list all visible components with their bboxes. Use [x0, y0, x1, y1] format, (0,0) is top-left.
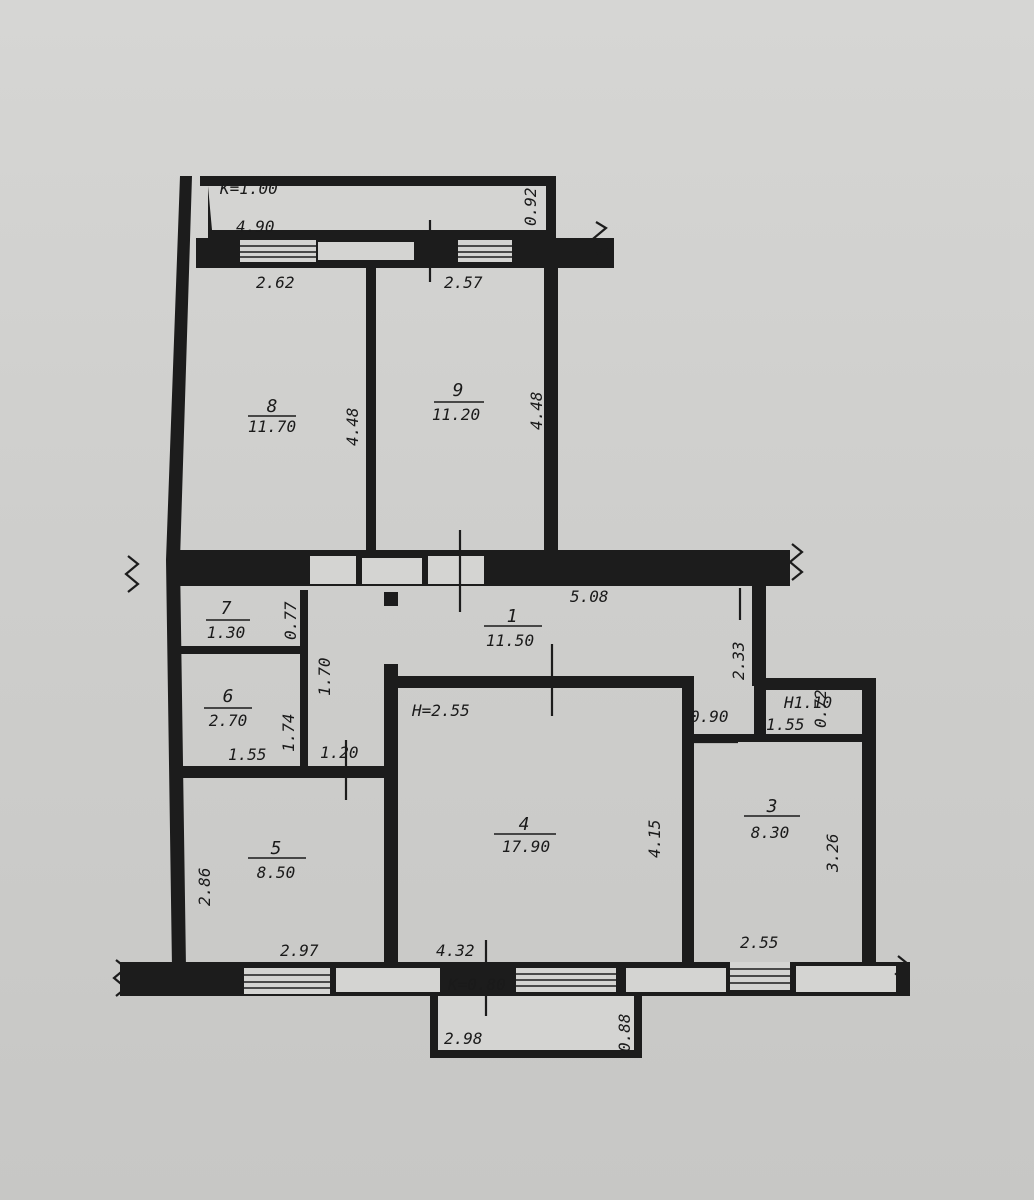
annotations: K=1.00 K=0.80 H=2.55 H1.10	[219, 179, 832, 994]
room-1-number: 1	[507, 606, 518, 627]
dim-closet-depth: 0.72	[811, 689, 830, 728]
dim-room-5-length: 2.86	[195, 867, 214, 906]
room-8-area: 11.70	[248, 417, 296, 436]
window-room-9	[458, 240, 512, 262]
coefficient-bottom: K=0.80	[447, 975, 506, 994]
right-wall-room-9	[544, 240, 558, 552]
dim-room-3-width: 2.55	[740, 933, 779, 952]
bottom-exterior-wall	[120, 962, 910, 996]
room-5-right-wall	[384, 766, 398, 964]
room-3-number: 3	[766, 796, 778, 817]
top-balcony-floor	[208, 186, 546, 230]
dim-closet-width: 1.55	[766, 715, 805, 734]
room-6-number: 6	[223, 686, 234, 707]
room-1-area: 11.50	[486, 631, 534, 650]
room-3-area: 8.30	[751, 823, 790, 842]
room-labels: 8 11.70 9 11.20 1 11.50 7 1.30 6 2.70 4 …	[204, 380, 800, 882]
dim-room-3-door: 0.90	[690, 707, 729, 726]
dim-bottom-balcony-length: 2.98	[444, 1029, 483, 1048]
dim-room-3-length: 3.26	[823, 833, 842, 873]
corridor-top-wall	[180, 550, 790, 586]
break-marks	[112, 220, 910, 1016]
room-9-area: 11.20	[432, 405, 480, 424]
break-mark-top-right	[592, 221, 608, 255]
dim-room-9-length: 4.48	[527, 391, 546, 430]
dim-room-6-width: 1.55	[228, 745, 267, 764]
room-3-top-wall	[686, 734, 862, 742]
dim-room-7-depth: 0.77	[281, 601, 300, 640]
room-4-area: 17.90	[502, 837, 550, 856]
partition-8-9	[366, 266, 376, 552]
dim-room-4-length: 4.15	[645, 819, 664, 858]
dim-balcony-length: 4.90	[236, 217, 275, 236]
room-3-closet-wall	[754, 678, 876, 964]
ceiling-height-room-4: H=2.55	[411, 701, 470, 720]
break-mark-bottom-right	[894, 955, 910, 993]
room-6-area: 2.70	[209, 711, 248, 730]
dim-room-6-depth: 1.74	[279, 713, 298, 752]
break-mark-bottom-left	[112, 959, 128, 997]
corridor-right-wall	[752, 576, 766, 686]
dim-balcony-depth: 0.92	[521, 187, 540, 226]
dim-corridor-width: 1.70	[315, 657, 334, 696]
dim-room-5-door: 1.20	[320, 743, 359, 762]
break-mark-right	[788, 543, 804, 581]
room-8-number: 8	[267, 396, 278, 417]
bottom-wall-opening-1	[336, 968, 440, 992]
dim-room-5-width: 2.97	[280, 941, 319, 960]
room-4-number: 4	[519, 814, 530, 835]
room-7-number: 7	[221, 598, 232, 619]
window-room-5	[244, 968, 330, 994]
room-5-number: 5	[271, 838, 282, 859]
corridor-door-2	[362, 558, 422, 584]
window-room-8	[240, 240, 316, 262]
dim-bottom-balcony-depth: 0.88	[615, 1013, 634, 1052]
dim-room-9-width: 2.57	[444, 273, 483, 292]
dimension-labels: 4.90 0.92 2.62 2.57 4.48 4.48 5.08 0.77 …	[195, 187, 842, 1052]
wall-stub-1	[384, 592, 398, 606]
dim-room-8-length: 4.48	[343, 407, 362, 446]
dim-room-4-width: 4.32	[436, 941, 475, 960]
bottom-wall-opening-3	[796, 966, 896, 992]
dim-room-8-width: 2.62	[256, 273, 295, 292]
left-outer-wall	[166, 176, 192, 968]
ceiling-height-room-3: H1.10	[783, 693, 832, 712]
walls	[120, 176, 910, 1058]
room-7-area: 1.30	[207, 623, 246, 642]
dim-corridor-right-length: 2.33	[729, 641, 748, 680]
room-6-bottom-wall	[180, 766, 386, 778]
dim-corridor-length: 5.08	[570, 587, 609, 606]
corridor-door-3	[428, 556, 484, 584]
coefficient-top: K=1.00	[219, 179, 278, 198]
room-5-area: 8.50	[257, 863, 296, 882]
room-7-right-wall	[300, 590, 308, 768]
bottom-wall-opening-2	[626, 968, 726, 992]
wall-stub-2	[384, 664, 398, 678]
windows	[240, 240, 790, 994]
room-9-number: 9	[453, 380, 464, 401]
upper-wall-opening-1	[318, 242, 414, 260]
break-mark-left	[124, 555, 140, 593]
corridor-door-1	[310, 556, 356, 584]
room-7-bottom-wall	[180, 646, 308, 654]
